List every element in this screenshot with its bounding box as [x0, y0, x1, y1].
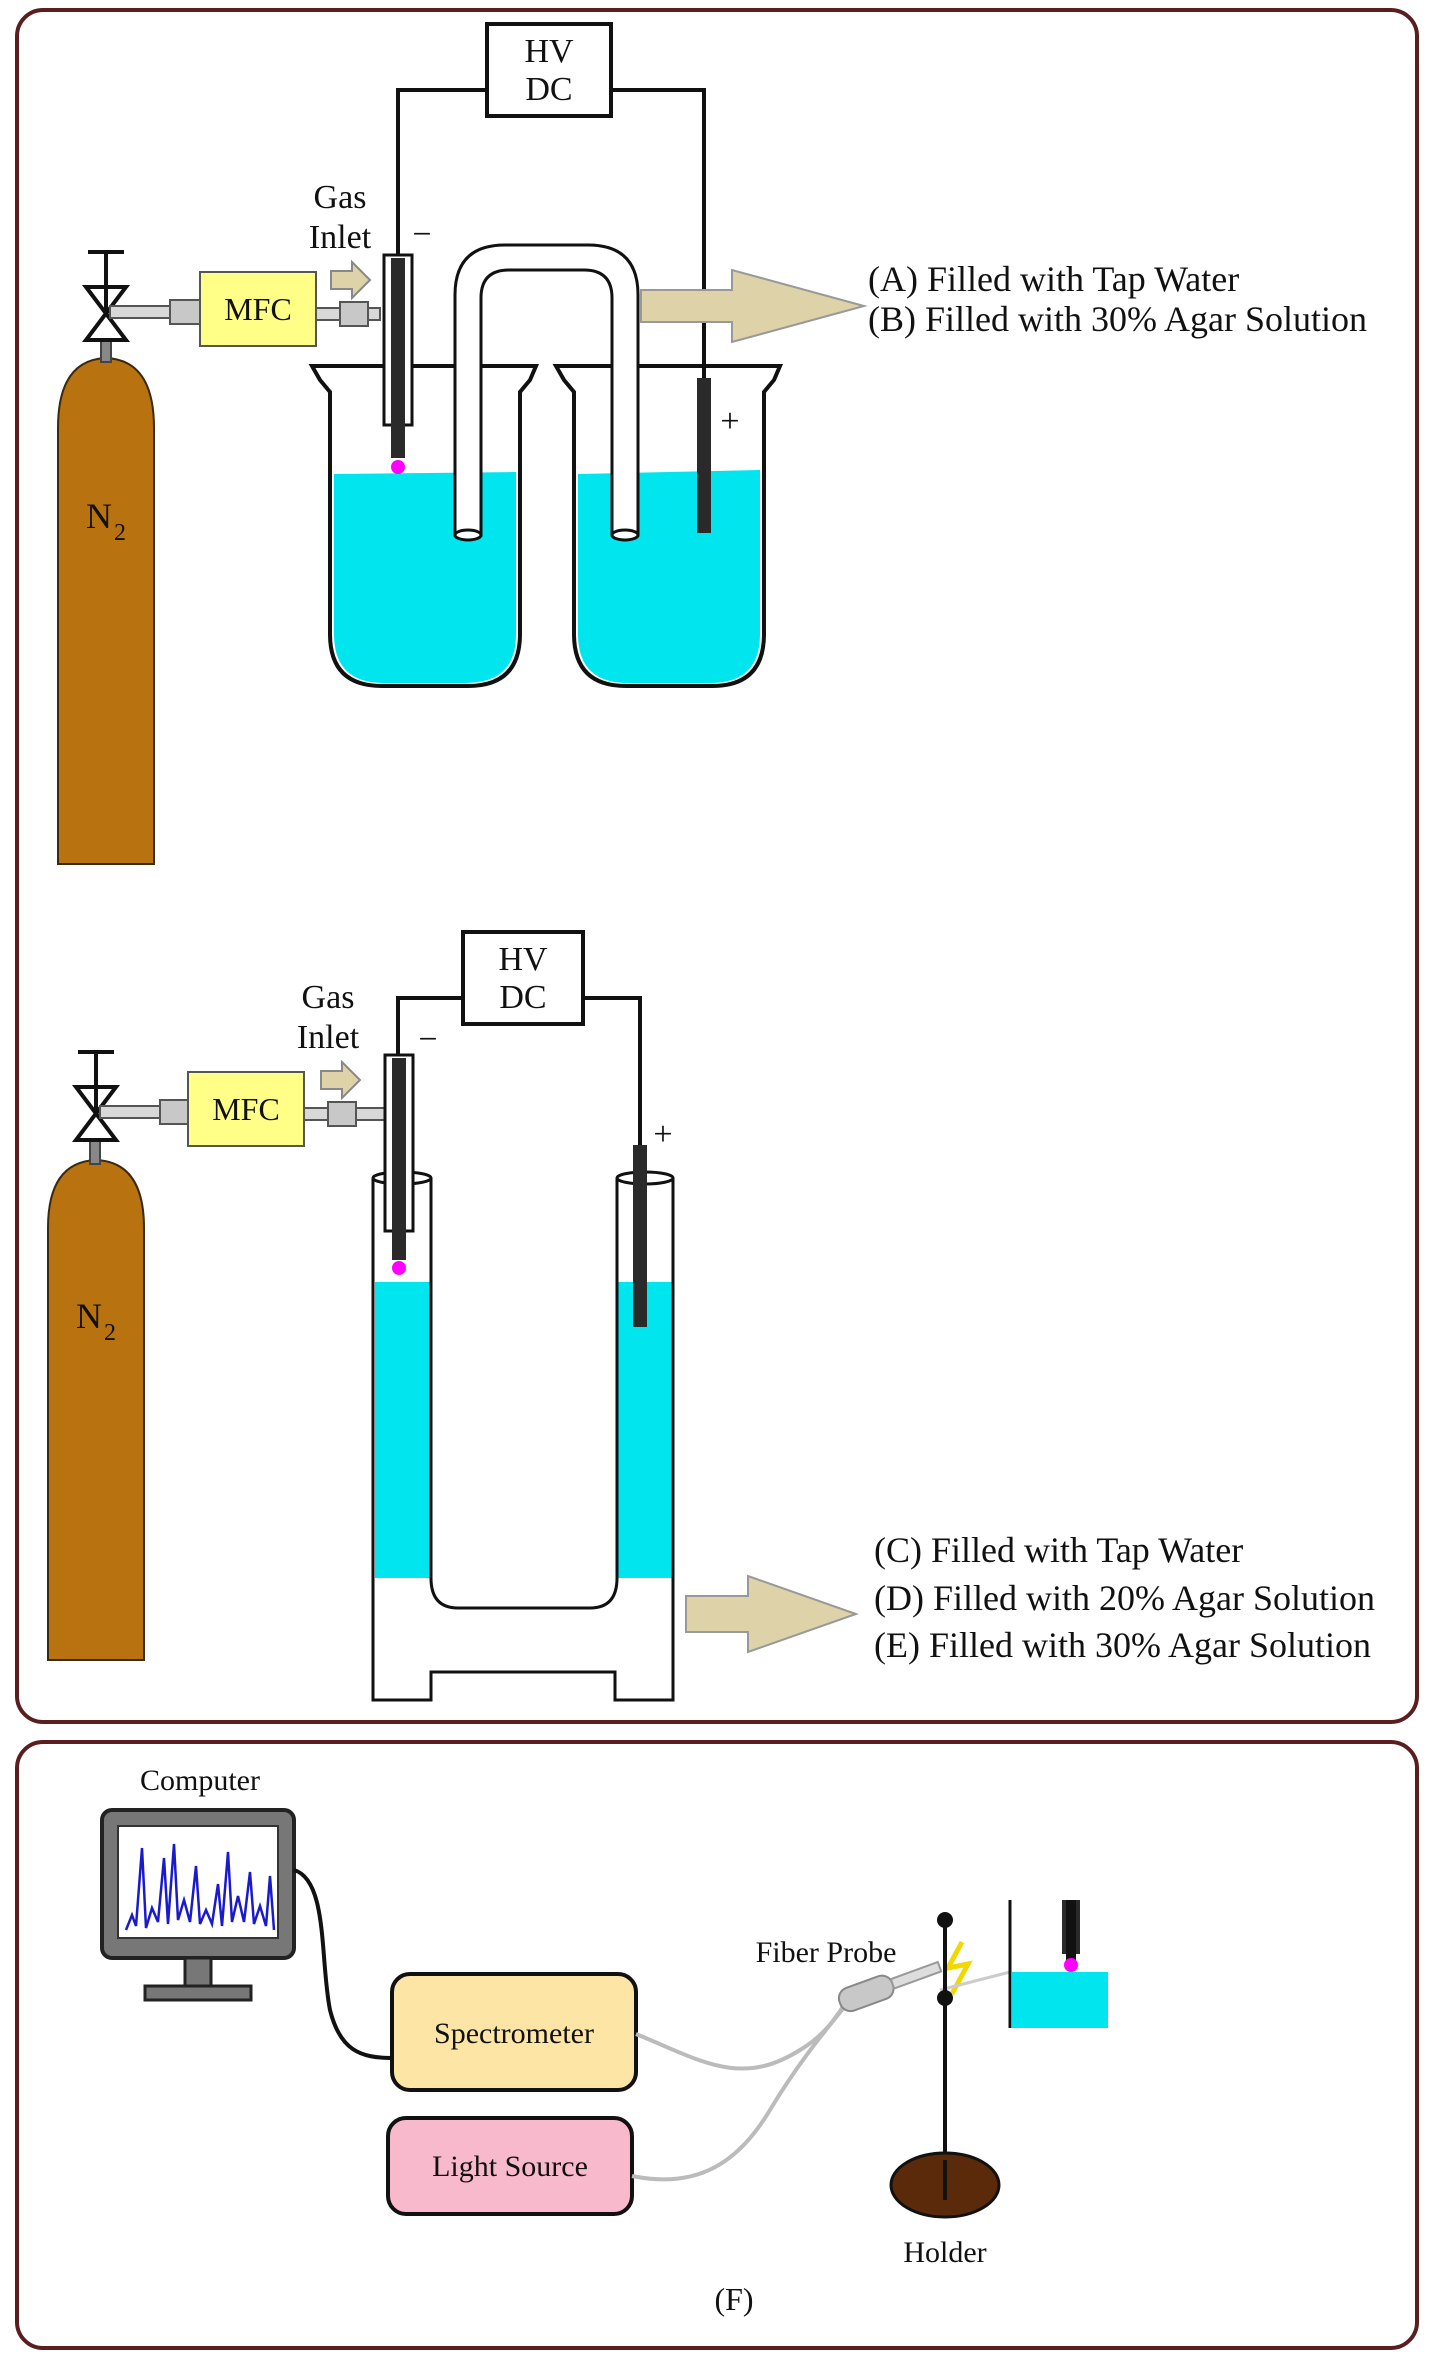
filling-arrow — [640, 268, 868, 344]
setup-spectroscopy: Computer Spectrometer Light Source Fiber… — [100, 1764, 1108, 2317]
holder-clamp — [937, 1990, 953, 2006]
sample-electrode-tip — [1066, 1900, 1076, 1962]
sample-water — [1012, 1972, 1108, 2028]
n2-cylinder — [47, 1158, 145, 1661]
plasma-dot — [392, 1261, 406, 1275]
gas-inlet-label-1: Gas — [314, 179, 367, 216]
dc-label: DC — [525, 71, 572, 108]
right-beaker — [552, 364, 784, 688]
cylinder-label: N — [86, 496, 112, 536]
note-b: (B) Filled with 30% Agar Solution — [868, 299, 1367, 339]
gas-flow-arrow — [330, 259, 372, 301]
fiber-probe-icon — [837, 1960, 943, 2013]
positive-wire — [611, 88, 706, 380]
fiber-cable-light-source — [631, 1998, 852, 2182]
minus-sign: − — [418, 1021, 437, 1058]
emission-bolt — [943, 1940, 973, 1996]
filling-arrow — [685, 1574, 860, 1654]
mfc-label: MFC — [212, 1091, 280, 1127]
holder-rod-top — [937, 1912, 953, 1928]
computer-label: Computer — [140, 1764, 260, 1797]
note-d: (D) Filled with 20% Agar Solution — [874, 1578, 1375, 1618]
u-tube-left-end — [453, 528, 483, 542]
fiber-probe-label: Fiber Probe — [756, 1936, 897, 1969]
mfc-label: MFC — [224, 291, 292, 327]
valve-icon — [81, 285, 131, 342]
gas-inlet-label-2: Inlet — [297, 1019, 360, 1056]
u-tube-bridge — [453, 243, 640, 537]
u-tube-right-end — [610, 528, 640, 542]
pipe-coupler-out — [327, 1101, 357, 1127]
pipe-coupler — [159, 1099, 191, 1125]
minus-sign: − — [412, 216, 431, 253]
left-beaker-water — [334, 472, 516, 683]
spectrometer-box — [390, 1972, 638, 2092]
note-e: (E) Filled with 30% Agar Solution — [874, 1625, 1371, 1665]
positive-wire — [583, 996, 642, 1145]
computer-cable — [293, 1868, 393, 2060]
positive-electrode — [633, 1145, 647, 1327]
negative-electrode — [392, 1058, 406, 1260]
fiber-cable-spectrometer — [635, 1994, 852, 2071]
h-tube — [371, 1178, 675, 1702]
panel-top-frame — [15, 8, 1419, 1724]
spectrometer-label: Spectrometer — [434, 2017, 594, 2050]
pipe-coupler — [169, 299, 201, 325]
left-arm-water — [375, 1282, 431, 1578]
pipe-coupler-out — [339, 301, 369, 327]
right-beaker-water — [578, 470, 760, 683]
valve-icon — [71, 1085, 121, 1142]
plus-sign: + — [653, 1116, 672, 1153]
positive-electrode — [697, 378, 711, 533]
setup-h-tube: HV DC N 2 MFC Gas Inlet − + — [47, 930, 1375, 1702]
emission-line — [939, 1970, 1011, 1992]
gas-inlet-label-1: Gas — [302, 979, 355, 1016]
light-source-label: Light Source — [432, 2150, 588, 2183]
plasma-dot — [391, 460, 405, 474]
plasma-dot — [1064, 1958, 1078, 1972]
gas-flow-arrow — [320, 1059, 362, 1101]
note-c: (C) Filled with Tap Water — [874, 1530, 1243, 1570]
hv-label: HV — [498, 941, 548, 978]
cylinder-label: N — [76, 1296, 102, 1336]
setup-beakers: HV DC N 2 MFC Gas Inlet − + — [57, 22, 1367, 865]
hv-dc-box — [461, 930, 585, 1026]
negative-wire — [396, 88, 487, 255]
hv-label: HV — [524, 33, 574, 70]
computer-icon — [100, 1808, 296, 2002]
panel-f-label: (F) — [714, 2281, 753, 2317]
negative-electrode — [391, 258, 405, 458]
light-source-box — [386, 2116, 634, 2216]
gas-inlet-label-2: Inlet — [309, 219, 372, 256]
holder-label: Holder — [903, 2236, 986, 2269]
n2-cylinder — [57, 356, 155, 865]
left-beaker — [308, 364, 540, 688]
negative-wire — [396, 996, 463, 1055]
mfc-box — [199, 271, 317, 347]
cylinder-subscript: 2 — [104, 1320, 116, 1346]
dc-label: DC — [499, 979, 546, 1016]
mfc-box — [187, 1071, 305, 1147]
spectrum-trace — [124, 1843, 276, 1931]
note-a: (A) Filled with Tap Water — [868, 259, 1239, 299]
right-arm-water — [617, 1282, 673, 1578]
plus-sign: + — [720, 403, 739, 440]
panel-bottom-frame — [15, 1740, 1419, 2350]
hv-dc-box — [485, 22, 613, 118]
cylinder-subscript: 2 — [114, 520, 126, 546]
